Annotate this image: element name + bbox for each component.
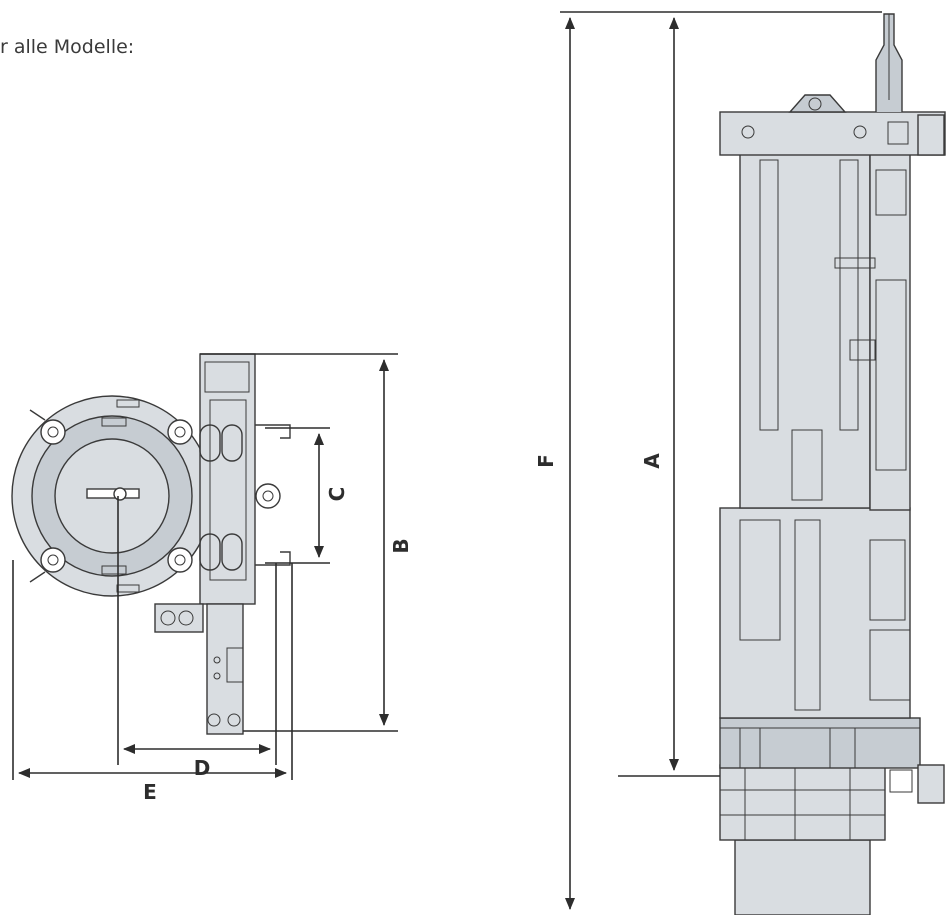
dim-label-f: F [534, 454, 558, 468]
side-view-upper-body [739, 149, 871, 509]
dim-label-e: E [143, 780, 157, 804]
top-view [11, 353, 291, 735]
top-view-bolts [40, 419, 193, 573]
dim-label-d: D [194, 756, 211, 780]
extension-lines [12, 11, 882, 780]
side-view [719, 13, 946, 915]
side-view-pipe [734, 839, 871, 915]
side-view-bottom-spider [719, 764, 886, 841]
page-heading: r alle Modelle: [0, 36, 135, 58]
top-view-lifting-eye [255, 483, 281, 509]
dim-label-c: C [325, 487, 349, 502]
dim-label-a: A [640, 453, 664, 469]
top-view-center-bar [86, 488, 140, 499]
side-view-lower-body [719, 507, 911, 719]
dim-label-b: B [389, 538, 413, 553]
dimension-labels: C B D E F A [143, 453, 664, 804]
top-view-chain-links [199, 424, 243, 571]
side-view-right-rail [869, 149, 911, 511]
dimension-arrows [18, 17, 679, 910]
side-view-lower-ring [719, 717, 921, 769]
